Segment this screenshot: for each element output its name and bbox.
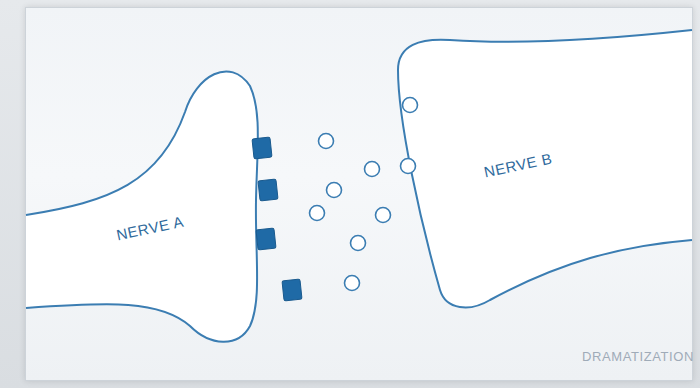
neurotransmitter-circle	[310, 206, 325, 221]
receptor-square	[258, 179, 278, 201]
receptor-square	[252, 137, 272, 159]
nerve-terminal: NERVE A	[20, 50, 270, 355]
neurotransmitter-circle	[351, 236, 366, 251]
bound-neurotransmitter	[401, 159, 416, 174]
nerve-a-shape	[20, 50, 270, 355]
receptor-square	[256, 228, 276, 250]
watermark-label: DRAMATIZATION	[582, 349, 694, 364]
bound-neurotransmitter	[403, 98, 418, 113]
receptor-group	[252, 137, 302, 301]
nerve-fill	[398, 30, 692, 307]
neurotransmitter-circle	[376, 208, 391, 223]
nerve-fill	[26, 71, 258, 341]
nerve-outline	[398, 30, 692, 307]
neurotransmitter-circle	[327, 183, 342, 198]
nerve-outline	[26, 71, 258, 341]
neurotransmitter-circle	[365, 162, 380, 177]
receptor-square	[282, 279, 302, 301]
neurotransmitter-group	[310, 98, 418, 291]
neurotransmitter-circle	[345, 276, 360, 291]
nerve-terminal: NERVE B	[390, 15, 700, 320]
neurotransmitter-circle	[319, 134, 334, 149]
